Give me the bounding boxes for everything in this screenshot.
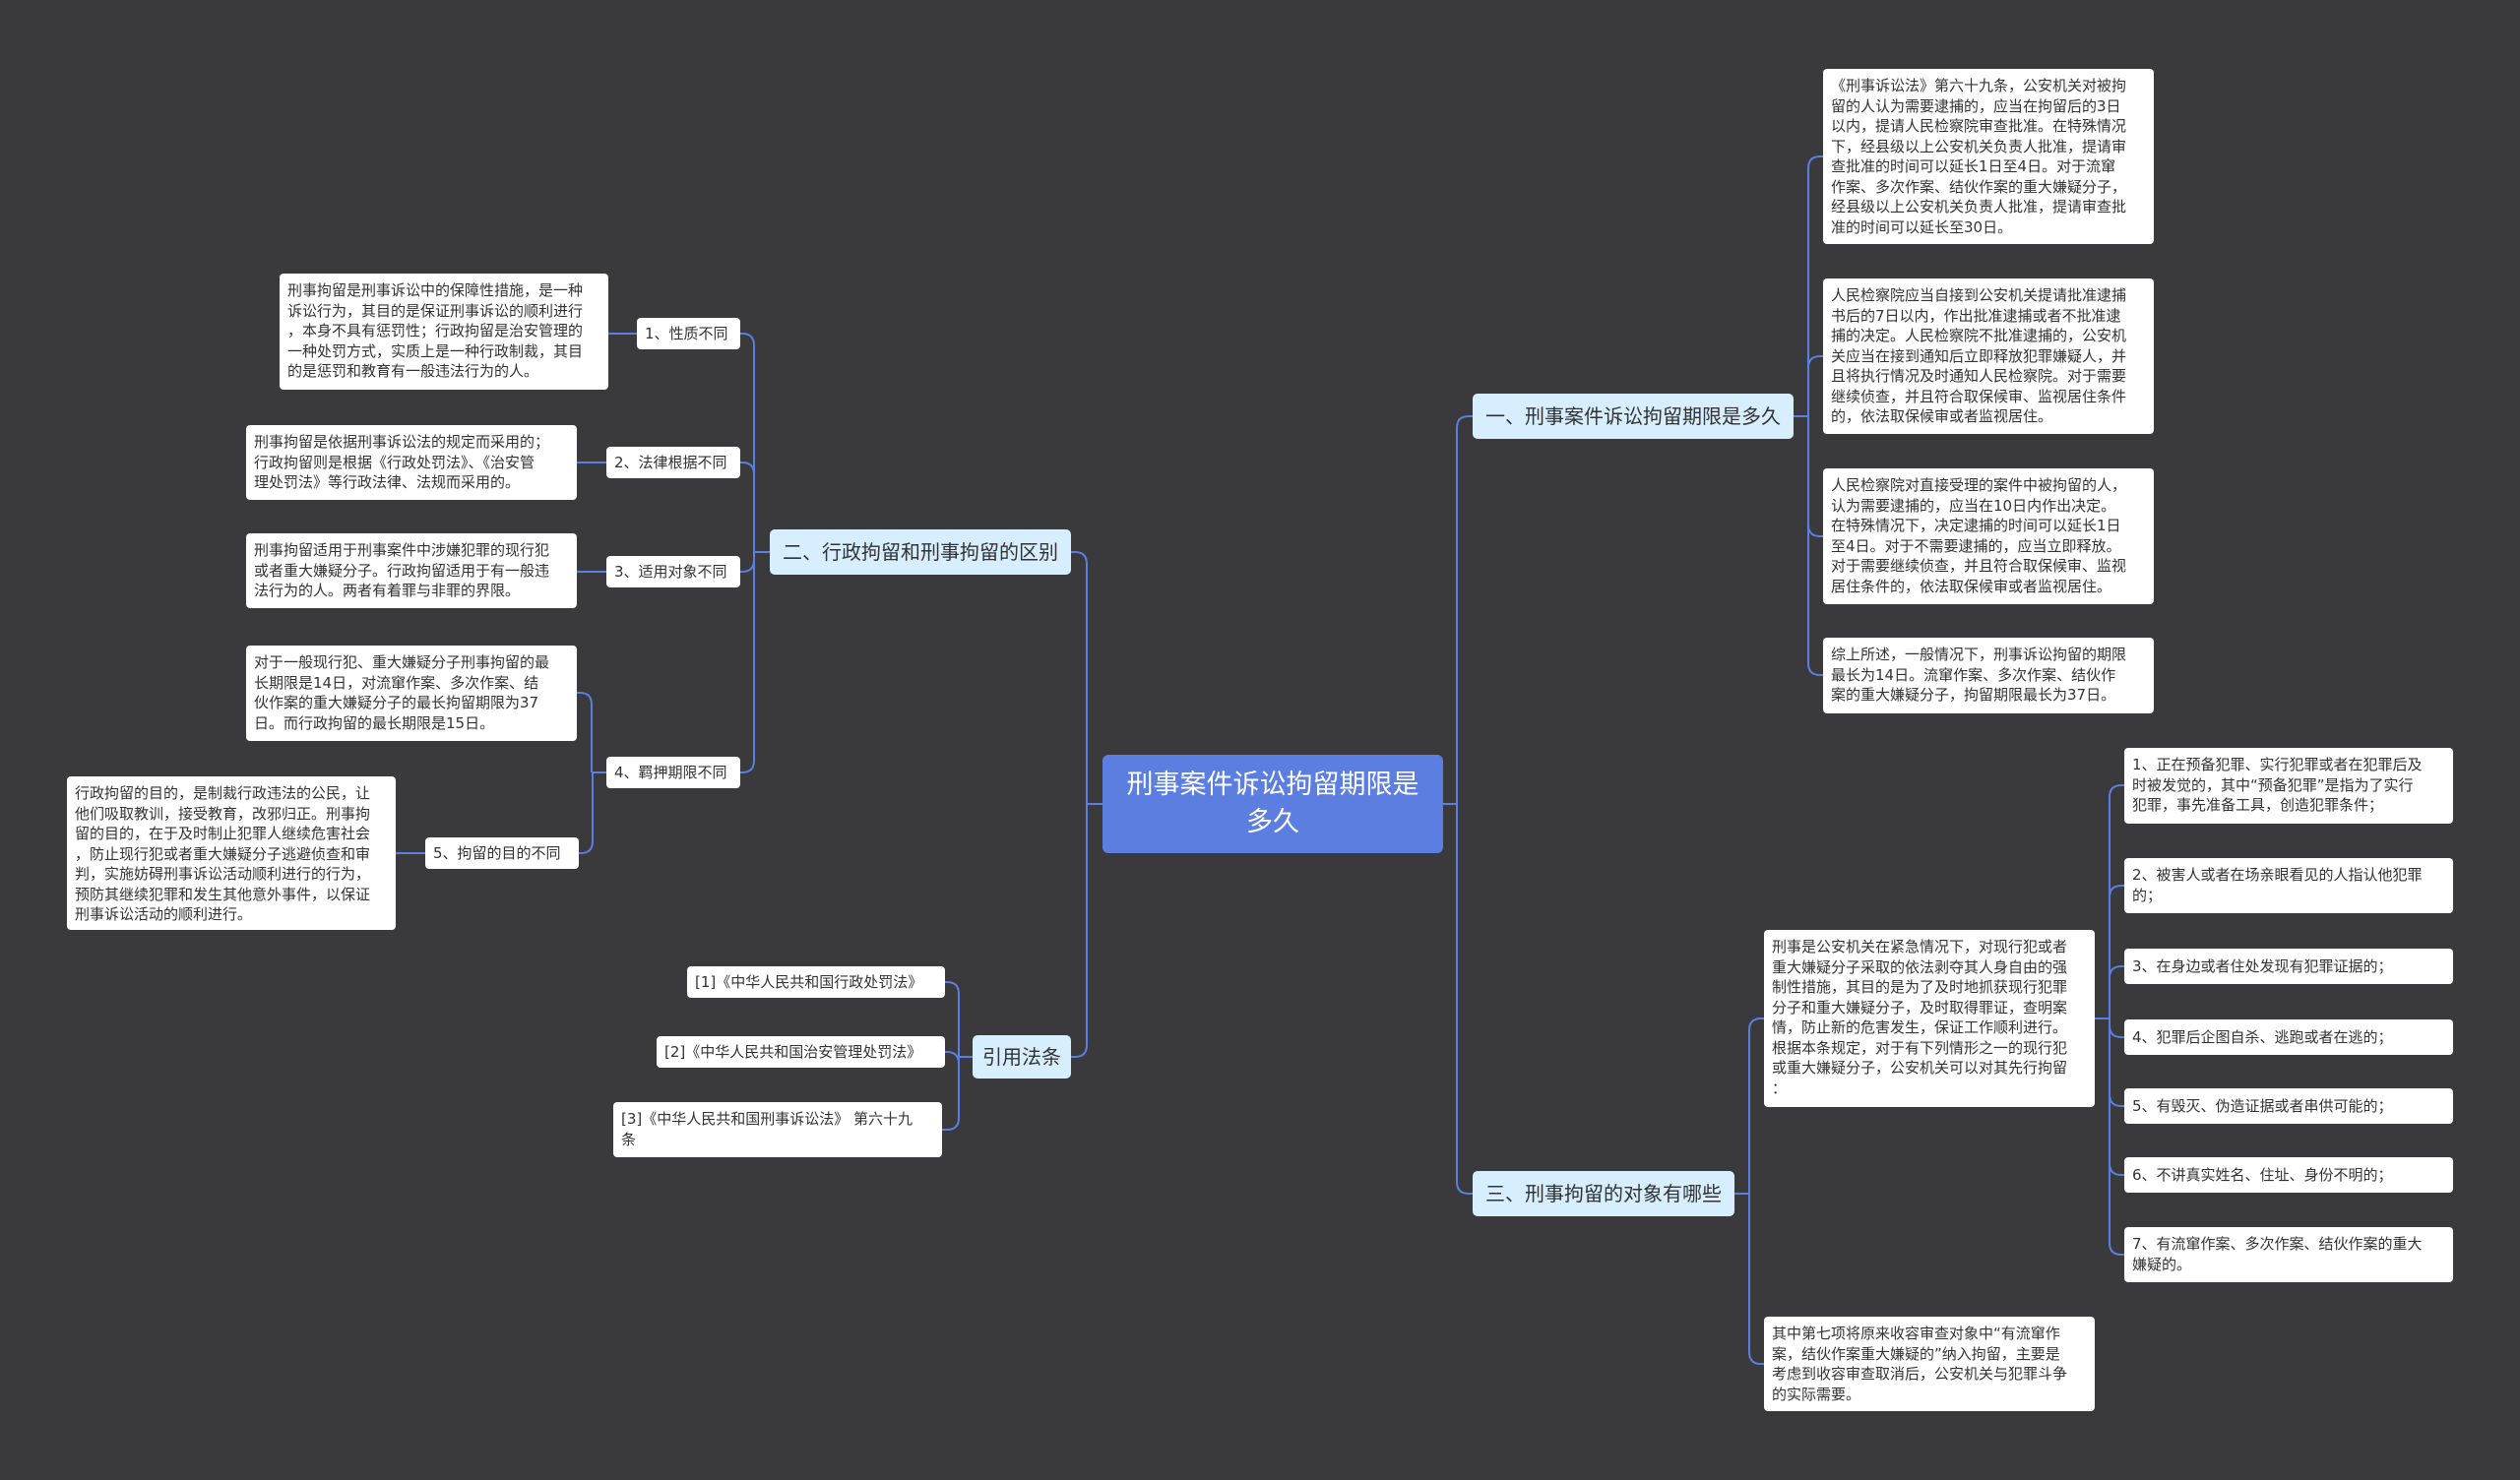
diff-text-purpose: 行政拘留的目的，是制裁行政违法的公民，让 他们吸取教训，接受教育，改邪归正。刑事…	[67, 776, 396, 930]
topic-difference[interactable]: 二、行政拘留和刑事拘留的区别	[770, 529, 1071, 575]
connector-root-left	[1071, 551, 1102, 1058]
diff-label-nature[interactable]: 1、性质不同	[637, 318, 740, 349]
case-item-4: 4、犯罪后企图自杀、逃跑或者在逃的；	[2124, 1019, 2453, 1055]
case-item-2: 2、被害人或者在场亲眼看见的人指认他犯罪 的；	[2124, 858, 2453, 913]
citation-criminal-procedure-law[interactable]: [3]《中华人民共和国刑事诉讼法》 第六十九 条	[613, 1102, 942, 1157]
topic-citations[interactable]: 引用法条	[973, 1035, 1071, 1079]
case-item-1: 1、正在预备犯罪、实行犯罪或者在犯罪后及 时被发觉的，其中“预备犯罪”是指为了实…	[2124, 748, 2453, 824]
connector-root-right	[1443, 415, 1473, 1195]
diff-label-period[interactable]: 4、羁押期限不同	[606, 757, 740, 788]
case-item-3: 3、在身边或者住处发现有犯罪证据的；	[2124, 949, 2453, 984]
connector-diff-labels	[740, 333, 770, 773]
connector-period-text	[577, 692, 606, 773]
citation-public-security-law[interactable]: [2]《中华人民共和国治安管理处罚法》	[657, 1036, 945, 1068]
objects-note: 其中第七项将原来收容审查对象中“有流窜作 案，结伙作案重大嫌疑的”纳入拘留，主要…	[1764, 1317, 2095, 1411]
period-text-summary: 综上所述，一般情况下，刑事诉讼拘留的期限 最长为14日。流窜作案、多次作案、结伙…	[1823, 638, 2154, 713]
connector-citations	[942, 981, 973, 1131]
objects-description: 刑事是公安机关在紧急情况下，对现行犯或者 重大嫌疑分子采取的依法剥夺其人身自由的…	[1764, 930, 2095, 1107]
connector-period-purpose	[579, 771, 606, 854]
case-item-7: 7、有流窜作案、多次作案、结伙作案的重大 嫌疑的。	[2124, 1227, 2453, 1282]
period-text-article-69: 《刑事诉讼法》第六十九条，公安机关对被拘 留的人认为需要逮捕的，应当在拘留后的3…	[1823, 69, 2154, 244]
diff-text-legal-basis: 刑事拘留是依据刑事诉讼法的规定而采用的； 行政拘留则是根据《行政处罚法》、《治安…	[246, 425, 577, 500]
connector-period-items	[1794, 155, 1823, 676]
root-topic[interactable]: 刑事案件诉讼拘留期限是多久	[1102, 755, 1443, 853]
case-item-5: 5、有毁灭、伪造证据或者串供可能的；	[2124, 1088, 2453, 1124]
topic-detention-period[interactable]: 一、刑事案件诉讼拘留期限是多久	[1473, 394, 1794, 439]
diff-text-nature: 刑事拘留是刑事诉讼中的保障性措施，是一种 诉讼行为，其目的是保证刑事诉讼的顺利进…	[280, 274, 608, 390]
diff-label-target[interactable]: 3、适用对象不同	[606, 556, 740, 587]
diff-label-legal-basis[interactable]: 2、法律根据不同	[606, 447, 740, 478]
citation-administrative-penalty-law[interactable]: [1]《中华人民共和国行政处罚法》	[687, 966, 945, 998]
case-item-6: 6、不讲真实姓名、住址、身份不明的；	[2124, 1157, 2453, 1193]
connector-objects	[1734, 1018, 1764, 1365]
topic-detention-targets[interactable]: 三、刑事拘留的对象有哪些	[1473, 1171, 1734, 1216]
diff-label-purpose[interactable]: 5、拘留的目的不同	[425, 837, 579, 869]
period-text-procuratorate: 人民检察院应当自接到公安机关提请批准逮捕 书后的7日以内，作出批准逮捕或者不批准…	[1823, 278, 2154, 434]
connector-cases	[2095, 784, 2124, 1256]
period-text-direct-case: 人民检察院对直接受理的案件中被拘留的人， 认为需要逮捕的，应当在10日内作出决定…	[1823, 468, 2154, 604]
diff-text-target: 刑事拘留适用于刑事案件中涉嫌犯罪的现行犯 或者重大嫌疑分子。行政拘留适用于有一般…	[246, 533, 577, 608]
diff-text-period: 对于一般现行犯、重大嫌疑分子刑事拘留的最 长期限是14日，对流窜作案、多次作案、…	[246, 646, 577, 741]
